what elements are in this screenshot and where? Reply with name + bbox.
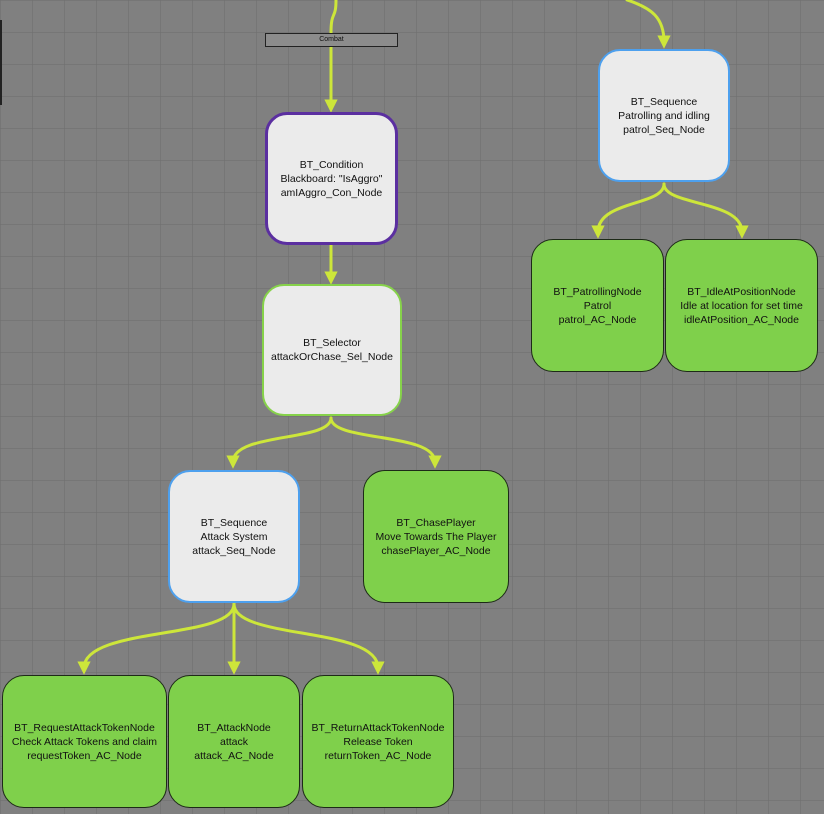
edge-attack-seq-to-return	[232, 602, 385, 675]
node-type: BT_ReturnAttackTokenNode	[311, 721, 445, 734]
node-selector[interactable]: BT_Selector attackOrChase_Sel_Node	[262, 284, 402, 416]
node-name: patrol_AC_Node	[558, 313, 637, 326]
node-idle-at-position[interactable]: BT_IdleAtPositionNode Idle at location f…	[665, 239, 818, 372]
node-type: BT_Condition	[299, 158, 364, 171]
node-return-attack-token[interactable]: BT_ReturnAttackTokenNode Release Token r…	[302, 675, 454, 808]
node-attack-sequence[interactable]: BT_Sequence Attack System attack_Seq_Nod…	[168, 470, 300, 603]
edge-selector-to-attack-seq	[226, 416, 333, 469]
node-request-attack-token[interactable]: BT_RequestAttackTokenNode Check Attack T…	[2, 675, 167, 808]
node-name: returnToken_AC_Node	[324, 749, 432, 762]
node-name: requestToken_AC_Node	[27, 749, 142, 762]
node-type: BT_Sequence	[200, 516, 268, 529]
node-description: Attack System	[200, 530, 268, 543]
edge-patrol-seq-to-patrolling	[591, 182, 666, 239]
node-description: Release Token	[343, 735, 413, 748]
node-patrolling[interactable]: BT_PatrollingNode Patrol patrol_AC_Node	[531, 239, 664, 372]
edge-attack-seq-to-request	[77, 602, 236, 675]
node-description: Patrol	[583, 299, 612, 312]
node-name: attack_AC_Node	[194, 749, 274, 762]
combat-label[interactable]: Combat	[265, 33, 398, 47]
edge-selector-to-chase	[329, 416, 442, 469]
node-description: Idle at location for set time	[680, 299, 803, 312]
node-type: BT_Sequence	[630, 95, 698, 108]
node-chase-player[interactable]: BT_ChasePlayer Move Towards The Player c…	[363, 470, 509, 603]
node-description: attack	[219, 735, 248, 748]
node-type: BT_ChasePlayer	[396, 516, 476, 529]
node-type: BT_PatrollingNode	[553, 285, 642, 298]
node-type: BT_IdleAtPositionNode	[687, 285, 796, 298]
node-name: chasePlayer_AC_Node	[381, 544, 491, 557]
edge-root-to-patrol-seq	[625, 0, 671, 49]
offscreen-node-edge	[0, 20, 2, 105]
edge-patrol-seq-to-idle	[662, 182, 749, 239]
node-description: Check Attack Tokens and claim	[11, 735, 158, 748]
node-name: patrol_Seq_Node	[623, 123, 705, 136]
node-description: Move Towards The Player	[375, 530, 497, 543]
node-patrol-sequence[interactable]: BT_Sequence Patrolling and idling patrol…	[598, 49, 730, 182]
node-name: attack_Seq_Node	[192, 544, 276, 557]
edge-root-to-condition	[331, 0, 336, 106]
node-name: attackOrChase_Sel_Node	[271, 351, 393, 363]
node-description: Patrolling and idling	[618, 109, 710, 122]
node-type: BT_Selector	[303, 337, 361, 349]
node-description: Blackboard: "IsAggro"	[280, 172, 383, 185]
node-attack[interactable]: BT_AttackNode attack attack_AC_Node	[168, 675, 300, 808]
node-condition[interactable]: BT_Condition Blackboard: "IsAggro" amIAg…	[265, 112, 398, 245]
node-type: BT_AttackNode	[197, 721, 271, 734]
node-type: BT_RequestAttackTokenNode	[14, 721, 155, 734]
node-name: idleAtPosition_AC_Node	[684, 313, 799, 326]
node-name: amIAggro_Con_Node	[280, 186, 383, 199]
